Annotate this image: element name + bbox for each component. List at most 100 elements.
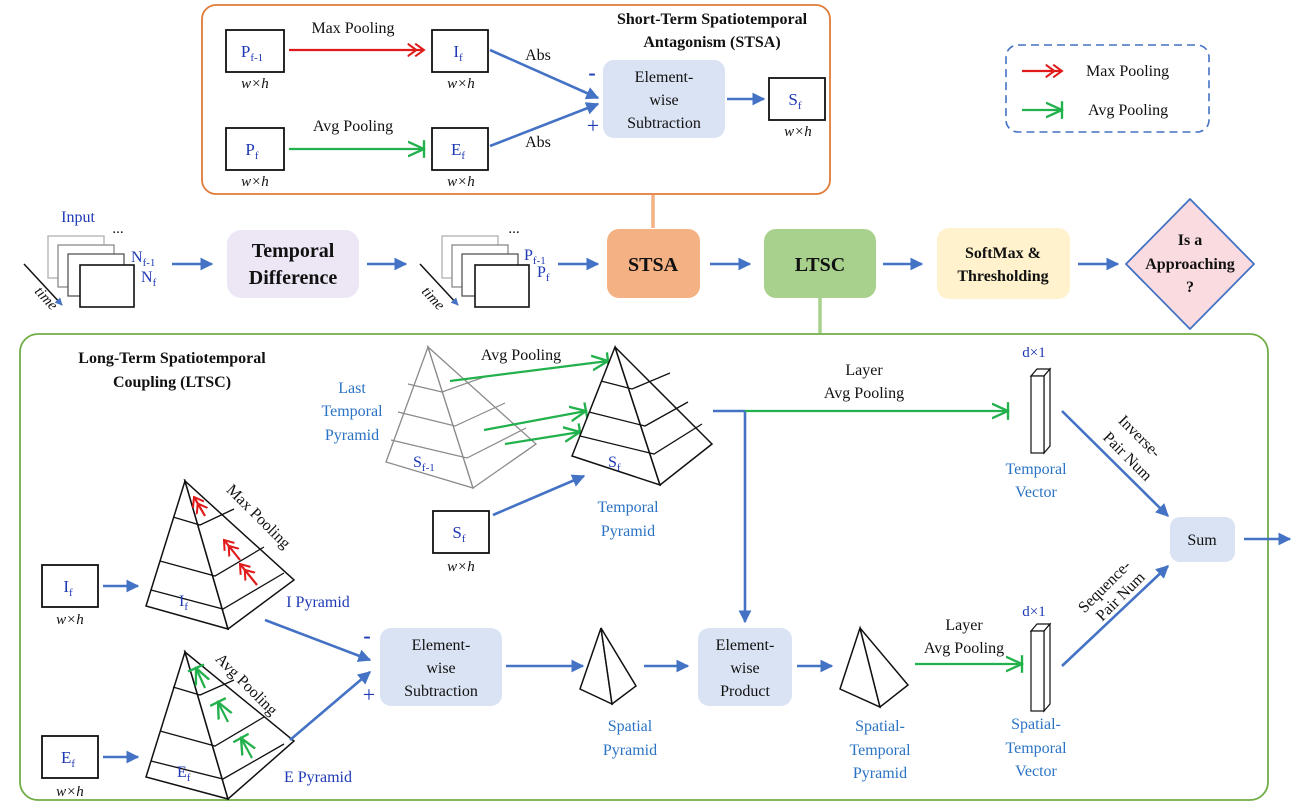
stsa-max-pooling-label: Max Pooling [311,20,394,37]
ltsc-panel: Long-Term Spatiotemporal Coupling (LTSC)… [19,333,1292,801]
abs-arrow-top [489,48,600,100]
decision-1: Is a [1178,232,1202,249]
ltsc-plus-sign: + [363,682,375,707]
st-vec-3: Vector [1015,763,1057,780]
abs-label-top: Abs [525,47,551,64]
stsa-avg-pooling-label: Avg Pooling [313,118,393,135]
p-prev-size: w×h [241,76,269,92]
if-ltsc-box [41,564,99,608]
avg-pool-arrow-3 [504,432,580,446]
layer-avg-bot-1: Layer [945,617,983,634]
tv-to-sum-arrow [1061,410,1169,517]
legend-frame [1005,44,1210,133]
s-prev-label: Sf-1 [413,454,435,474]
time-axis-1 [23,263,63,306]
i-pyramid [145,478,296,631]
stsa-panel-frame [201,4,831,195]
layer-avg-bot-2: Avg Pooling [924,640,1004,657]
ef-ltsc-size: w×h [56,784,84,800]
ltsc-prod-2: wise [730,660,759,677]
temporal-vec-2: Vector [1015,484,1057,501]
i-f-box [431,29,489,73]
ef-ltsc-label: Ef [61,748,75,770]
ltsc-panel-frame [19,333,1269,801]
stsa-sub-3: Subtraction [627,115,701,132]
stsa-plus-sign: + [587,113,599,138]
spatial-temporal-pyramid [839,625,910,709]
spatial-pyr-2: Pyramid [603,742,657,759]
p-stack-4 [474,264,530,308]
ltsc-node [764,229,876,298]
decision-3: ? [1186,279,1194,296]
sf-ltsc-size: w×h [447,559,475,575]
e-f-label: Ef [451,140,465,162]
p-cur-label: Pf [245,140,258,162]
sf-to-pyramid-arrow [492,474,586,517]
max-pool-up-arrow-1 [194,497,205,517]
stsa-subtraction-node [603,60,725,138]
temporal-diff-2: Difference [249,267,338,289]
p-prev-label: Pf-1 [241,42,263,64]
avg-pool-up-arrow-3 [241,738,252,759]
p-prev-box [225,29,285,73]
ef-ltsc-box [41,735,99,779]
dx1-bottom: d×1 [1022,604,1045,620]
temporal-pyr-1: Temporal [597,499,659,516]
sum-node [1170,517,1235,562]
s-f-size: w×h [784,124,812,140]
last-pyr-3: Pyramid [325,427,379,444]
e-pyramid [145,649,296,801]
pipeline: Input ... Nf-1 Nf time Temporal Differen… [23,198,1255,330]
layer-avg-top-1: Layer [845,362,883,379]
input-label: Input [61,209,95,226]
e-pyr-inner: Ef [177,764,191,784]
pipeline-p-cur: Pf [537,264,550,284]
stsa-node-label: STSA [628,254,679,276]
avg-pool-up-arrow-1 [196,668,205,689]
dx1-top: d×1 [1022,345,1045,361]
s-f-box [768,77,826,121]
stsa-title-2: Antagonism (STSA) [643,34,780,51]
stsa-title-1: Short-Term Spatiotemporal [617,11,808,28]
i-f-label: If [453,42,463,64]
ltsc-subtraction-node [380,628,502,706]
last-pyr-1: Last [338,380,366,397]
legend-avg-label: Avg Pooling [1088,102,1168,119]
softmax-2: Thresholding [957,268,1048,285]
temporal-diff-1: Temporal [252,240,335,262]
e-f-box [431,127,489,171]
spatial-pyr-1: Spatial [608,718,653,735]
decision-2: Approaching [1145,256,1235,273]
ltsc-sub-1: Element- [412,637,471,654]
ipyr-to-sub-arrow [264,618,372,662]
spatial-pyramid [579,627,637,706]
abs-arrow-bottom [489,102,600,148]
ltsc-title-1: Long-Term Spatiotemporal [78,350,266,367]
sf-ltsc-label: Sf [452,523,465,545]
ltsc-title-2: Coupling (LTSC) [113,374,231,391]
temporal-vector-bar [1029,367,1052,455]
softmax-node [937,228,1070,299]
st-pyr-3: Pyramid [853,765,907,782]
avg-pool-up-arrow-2 [218,702,228,723]
last-temporal-pyramid [385,344,538,490]
stsa-node [607,229,700,298]
e-pyramid-label: E Pyramid [284,769,352,786]
legend-max-label: Max Pooling [1086,63,1169,80]
s-f-pyr-label: Sf [608,454,621,474]
stsa-panel: Short-Term Spatiotemporal Antagonism (ST… [201,4,831,195]
st-vector-bar [1029,622,1052,713]
ltsc-sub-2: wise [426,660,455,677]
ltsc-node-label: LTSC [795,254,845,276]
ltsc-minus-sign: - [363,623,370,648]
max-pool-up-arrow-2 [224,540,241,561]
ltsc-prod-3: Product [720,683,770,700]
i-pyramid-label: I Pyramid [286,594,350,611]
softmax-1: SoftMax & [965,245,1041,262]
p-cur-size: w×h [241,174,269,190]
input-dots: ... [112,221,123,237]
if-ltsc-size: w×h [56,612,84,628]
frame-stack-4 [79,264,135,308]
time-axis-2 [419,263,459,306]
